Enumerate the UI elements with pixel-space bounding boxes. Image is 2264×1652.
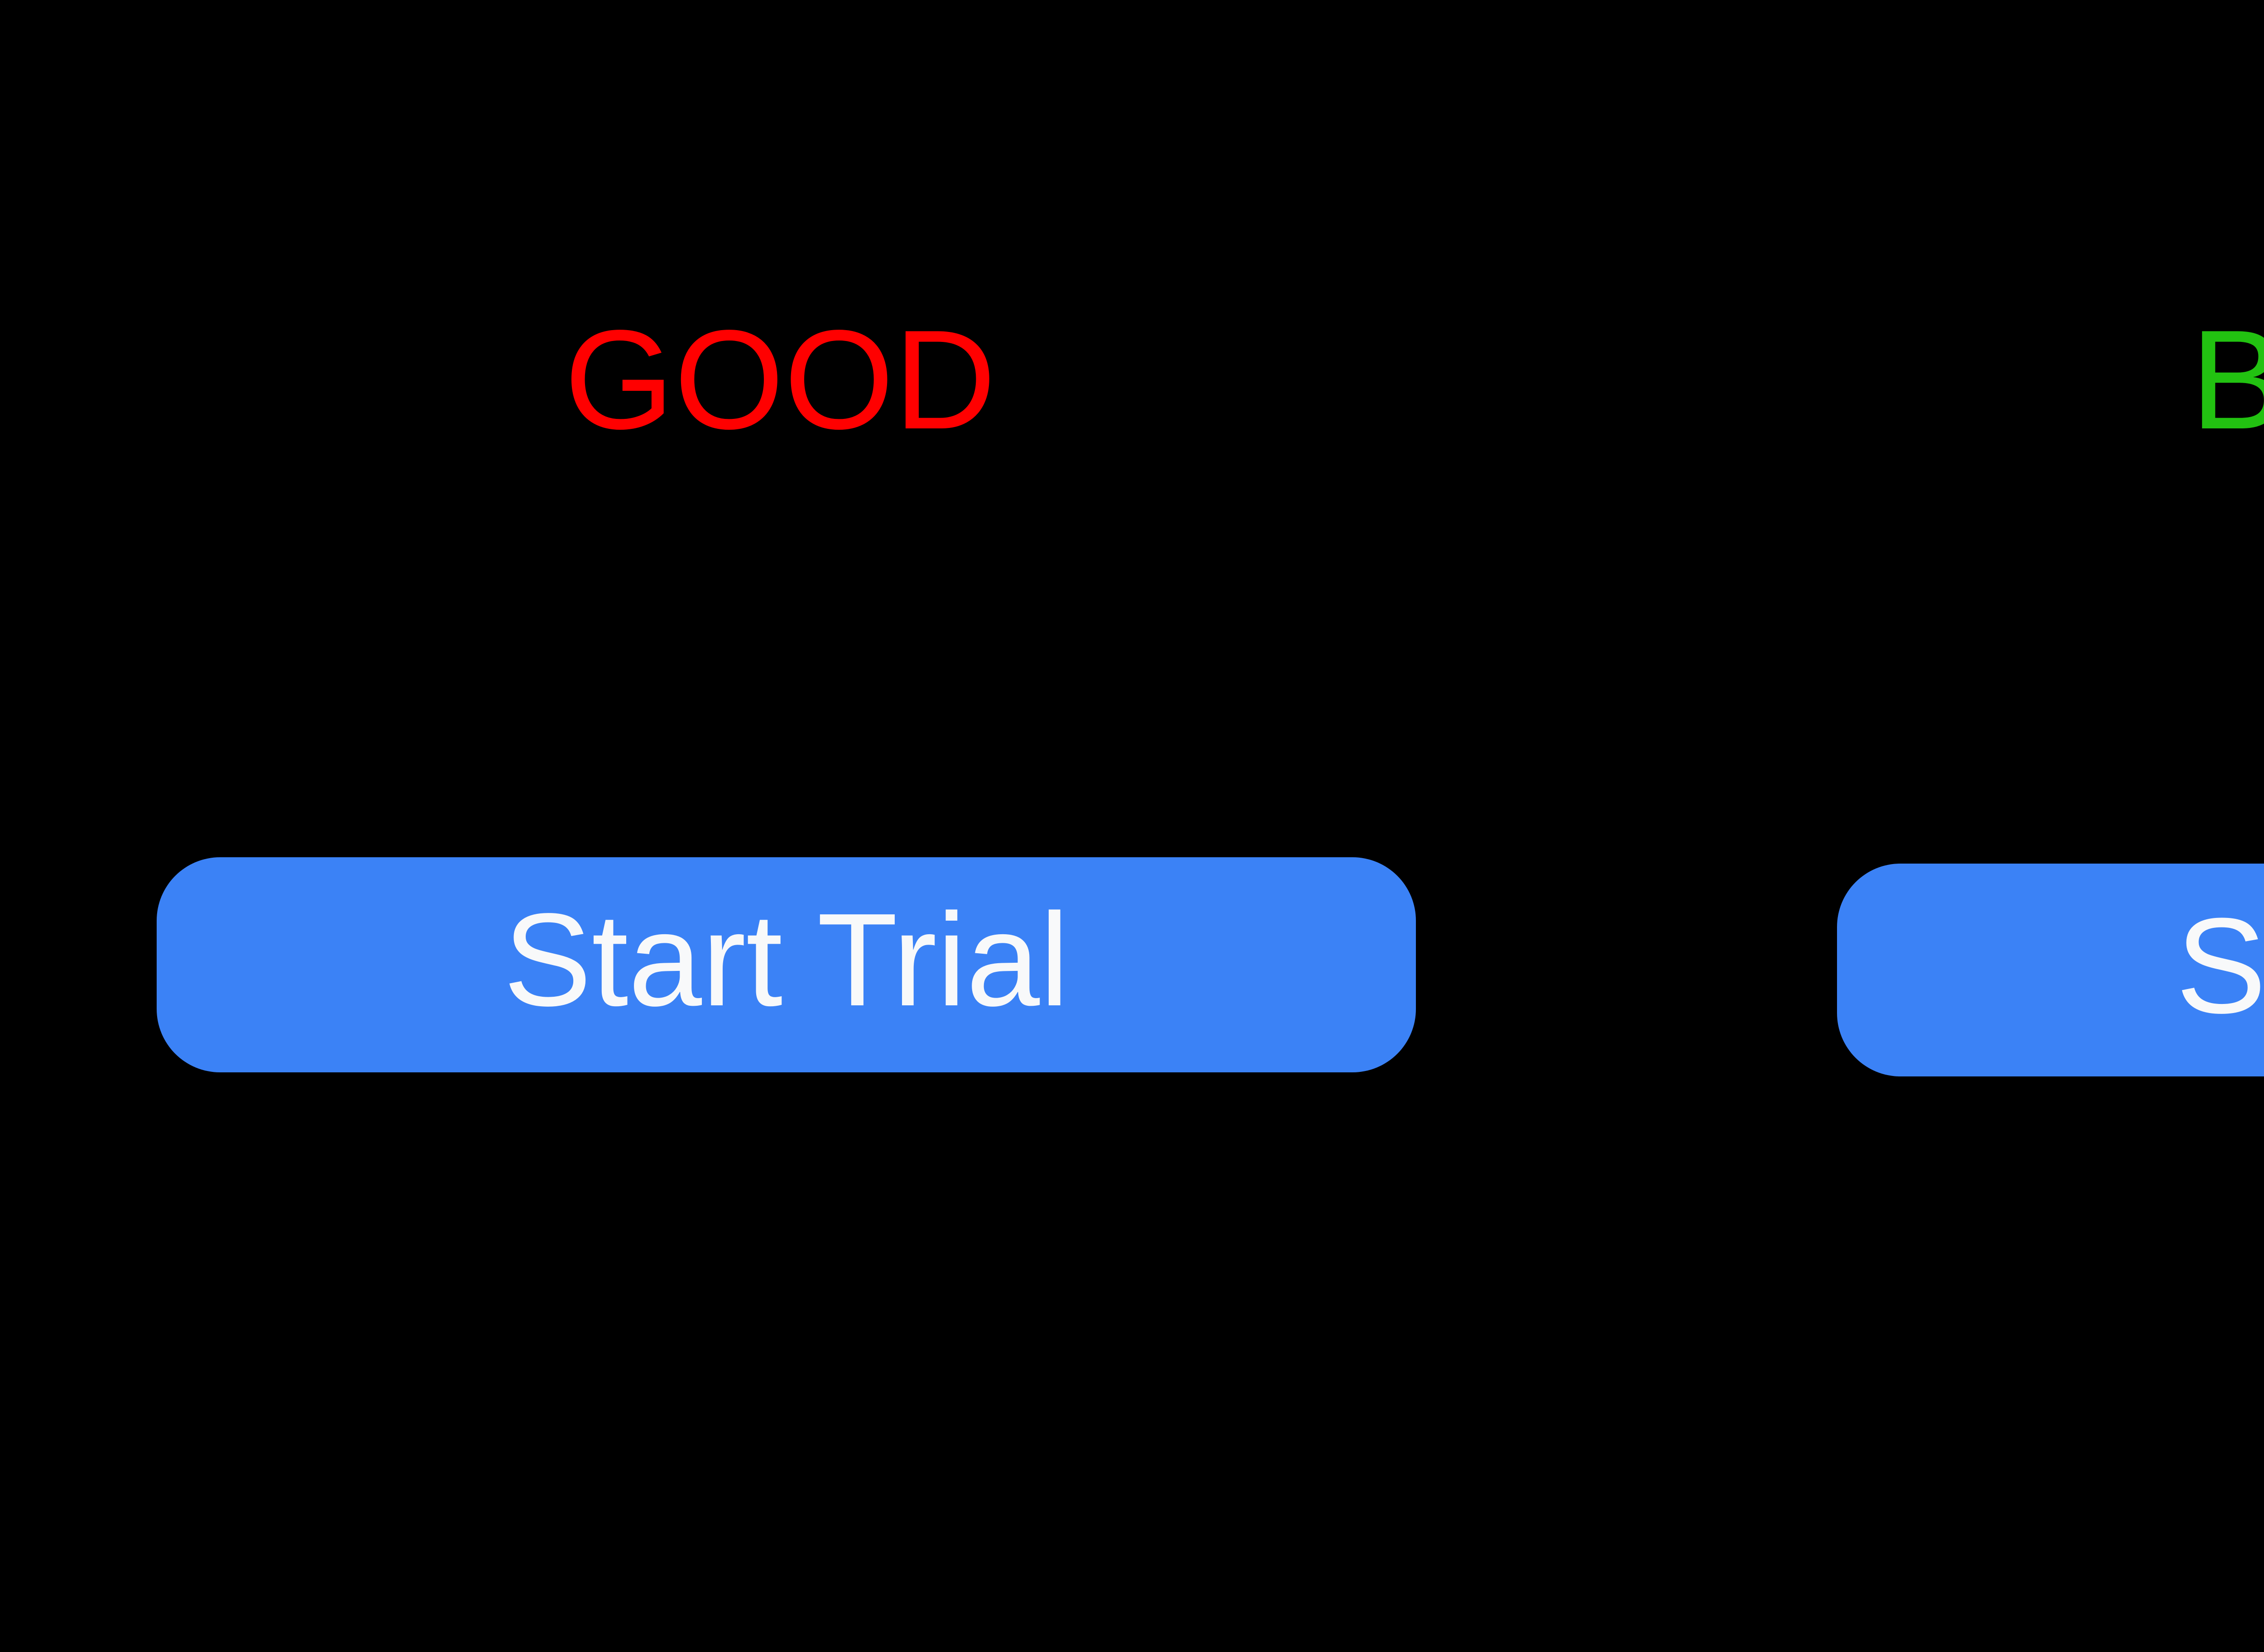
variant-label-better: BETTER [2190,301,2264,459]
variant-label-good: GOOD [564,301,996,459]
start-trial-button-good[interactable]: Start Trial [157,857,1416,1072]
start-trial-button-label: Start Trial [2176,889,2264,1042]
start-trial-button-better[interactable]: Start Trial [1837,864,2264,1076]
start-trial-button-label: Start Trial [503,885,1070,1033]
